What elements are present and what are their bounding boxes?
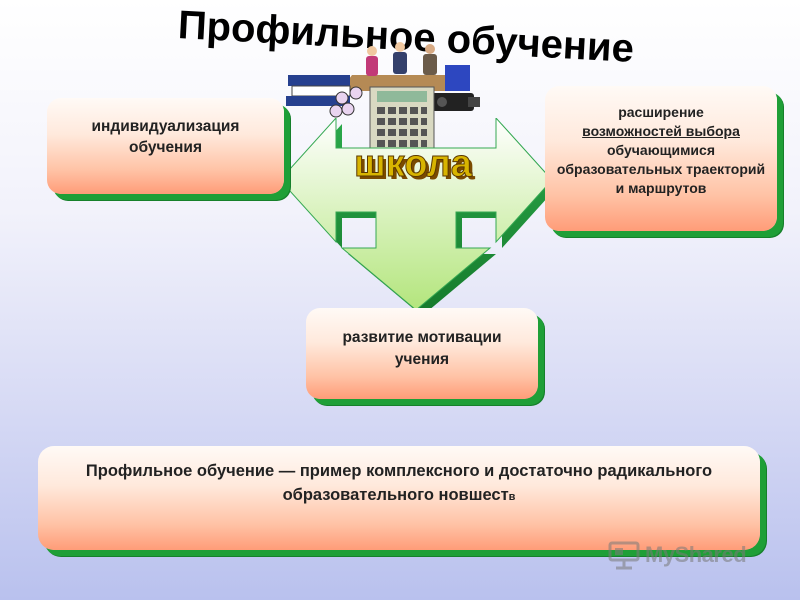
box-choice-line-1: расширение — [618, 104, 704, 120]
box-summary-text: Профильное обучение — пример комплексног… — [59, 459, 739, 509]
watermark-text: MyShared — [645, 542, 747, 567]
clipart-graphic — [286, 42, 480, 156]
school-clipart — [282, 35, 512, 156]
box-choice-line-3: обучающимися образовательных траекторий … — [556, 142, 766, 196]
school-label-shadow: школа — [357, 146, 476, 185]
box-summary-main: Профильное обучение — пример комплексног… — [85, 462, 713, 504]
box-motivation: развитие мотивации учения — [306, 308, 538, 399]
school-label: школа школа — [318, 143, 508, 189]
box-individualization: индивидуализация обучения — [47, 98, 284, 194]
box-choice-line-2: возможностей выбора — [582, 123, 740, 139]
box-individualization-text: индивидуализация обучения — [91, 118, 240, 156]
box-motivation-text: развитие мотивации учения — [342, 328, 502, 368]
box-summary: Профильное обучение — пример комплексног… — [38, 446, 760, 550]
arrow-graphic — [279, 116, 558, 316]
three-way-arrow — [279, 116, 558, 316]
box-summary-tail: в — [508, 491, 516, 503]
box-choice-expansion: расширение возможностей выбора обучающим… — [545, 86, 777, 231]
watermark: MyShared — [607, 537, 777, 573]
school-label-graphic: школа школа — [354, 143, 476, 189]
box-choice-expansion-text: расширение возможностей выбора обучающим… — [556, 103, 766, 198]
presentation-board-icon — [608, 541, 640, 570]
school-label-text: школа — [354, 145, 473, 185]
